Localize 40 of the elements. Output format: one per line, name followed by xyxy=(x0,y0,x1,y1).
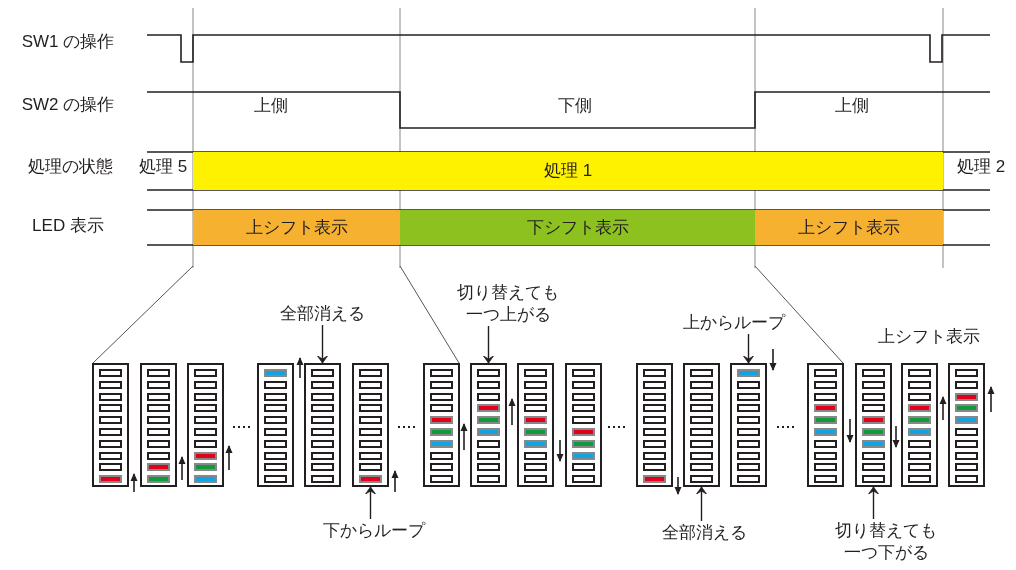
led-bar xyxy=(423,363,460,487)
led-bar xyxy=(948,363,985,487)
callout-arrow xyxy=(483,325,494,364)
state-band: 上シフト表示 xyxy=(755,210,943,245)
callout-text: 上からループ xyxy=(670,311,798,334)
state-band: 処理 1 xyxy=(193,152,943,190)
led-bar xyxy=(855,363,892,487)
row-label: 上シフト表示 xyxy=(877,326,981,348)
led-bar xyxy=(304,363,341,487)
state-band: 下シフト表示 xyxy=(400,210,755,245)
led-bar xyxy=(683,363,720,487)
callout-arrow xyxy=(317,324,328,364)
led-bar xyxy=(140,363,177,487)
callout-text: 全部消える xyxy=(270,302,374,325)
row-label: 処理 5 xyxy=(137,156,189,178)
row-label: 上側 xyxy=(834,95,870,117)
led-bar xyxy=(470,363,507,487)
led-bar xyxy=(636,363,673,487)
led-bar xyxy=(730,363,767,487)
row-label: SW1 の操作 xyxy=(20,31,116,53)
row-label: LED 表示 xyxy=(31,215,105,237)
led-bar xyxy=(565,363,602,487)
row-label: 処理 2 xyxy=(955,156,1007,178)
callout-text: 全部消える xyxy=(652,521,756,544)
led-bar xyxy=(807,363,844,487)
led-bar xyxy=(352,363,389,487)
callout-text: 切り替えても一つ上がる xyxy=(456,282,560,326)
led-bar xyxy=(257,363,294,487)
row-label: 上側 xyxy=(253,95,289,117)
led-bar xyxy=(92,363,129,487)
row-label: SW2 の操作 xyxy=(20,94,116,116)
row-label: 処理の状態 xyxy=(26,156,114,178)
callout-arrow xyxy=(743,333,754,364)
callout-text: 切り替えても一つ下がる xyxy=(834,519,938,565)
row-label: 下側 xyxy=(557,95,593,117)
callout-text: 下からループ xyxy=(308,519,440,542)
state-band: 上シフト表示 xyxy=(193,210,400,245)
led-bar xyxy=(187,363,224,487)
led-bar xyxy=(901,363,938,487)
led-bar xyxy=(517,363,554,487)
